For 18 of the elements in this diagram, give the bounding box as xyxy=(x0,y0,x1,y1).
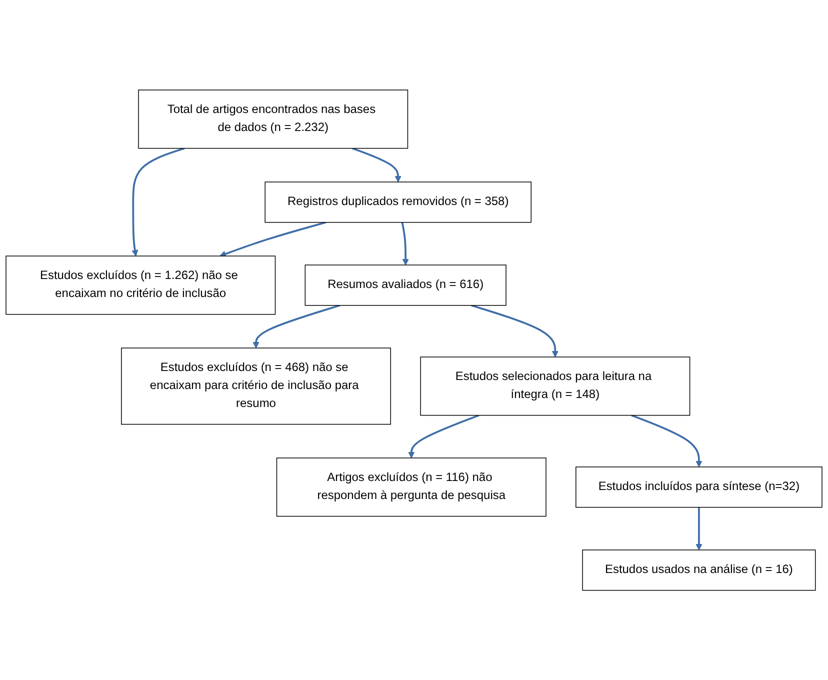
arrow xyxy=(631,414,702,468)
arrow xyxy=(696,507,702,550)
arrow xyxy=(252,304,340,348)
node-box: Resumos avaliados (n = 616) xyxy=(304,264,506,306)
node-box: Estudos incluídos para síntese (n=32) xyxy=(576,466,822,508)
arrow xyxy=(401,222,409,266)
arrow xyxy=(220,221,326,257)
arrow xyxy=(408,414,480,458)
node-box: Estudos usados na análise (n = 16) xyxy=(582,549,816,591)
node-box: Artigos excluídos (n = 116) não respondem à pergunta de pesquisa xyxy=(276,457,546,516)
arrow xyxy=(132,147,185,256)
arrow xyxy=(352,147,402,182)
node-box: Estudos selecionados para leitura na íntegra (n = 148) xyxy=(420,356,690,416)
node-box: Registros duplicados removidos (n = 358) xyxy=(264,181,532,223)
node-box: Total de artigos encontrados nas bases de dados (n = 2.232) xyxy=(138,89,408,149)
node-box: Estudos excluídos (n = 468) não se encaixam para critério de inclusão para resumo xyxy=(121,347,391,425)
node-box: Estudos excluídos (n = 1.262) não se encaixam no critério de inclusão xyxy=(6,255,276,315)
arrow xyxy=(470,304,558,358)
